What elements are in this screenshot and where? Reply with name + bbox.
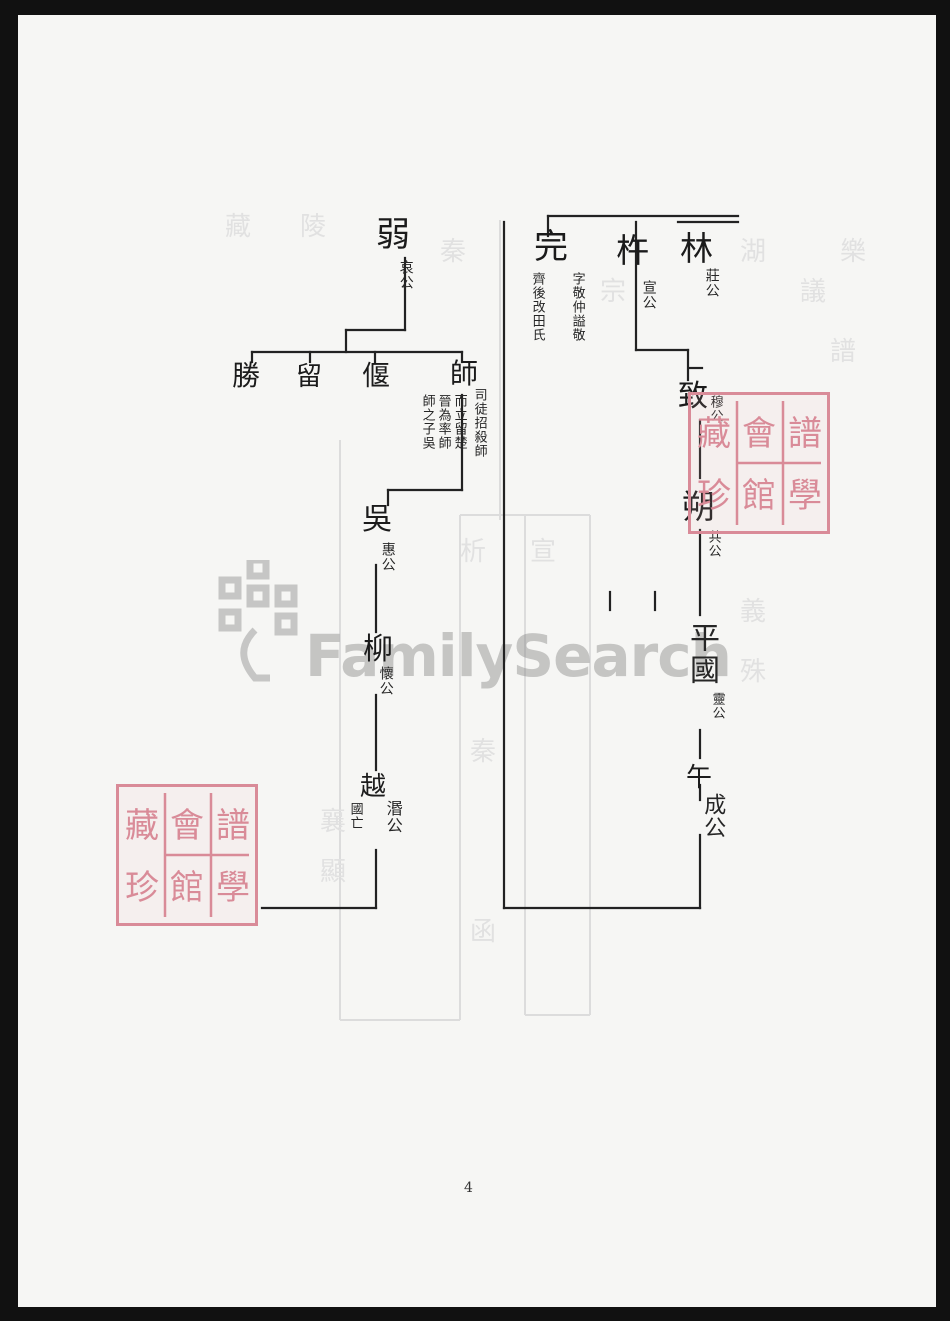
seal-left-char-4: 館 bbox=[170, 868, 204, 908]
seal-left-char-5: 藏 bbox=[125, 806, 159, 846]
note-yue-2: 國亡 bbox=[347, 802, 363, 830]
red-seal-right: 譜 學 會 館 藏 珍 bbox=[688, 392, 830, 534]
name-ruo: 弱 bbox=[376, 215, 410, 255]
seal-left-char-3: 會 bbox=[170, 806, 204, 846]
note-yue: 湣公 bbox=[383, 800, 403, 834]
note-shi-1: 司徒招殺師 bbox=[471, 388, 487, 458]
seal-right-char-1: 譜 bbox=[788, 414, 822, 454]
name-xing: 杵 bbox=[616, 231, 649, 270]
note-shuo: 共公 bbox=[705, 530, 721, 558]
seal-right-char-6: 珍 bbox=[697, 476, 731, 516]
note-xing: 宣公 bbox=[640, 280, 657, 310]
seal-right-char-5: 藏 bbox=[697, 414, 731, 454]
name-liu: 柳 bbox=[363, 632, 393, 667]
note-shi-2: 而立留楚 bbox=[451, 394, 467, 450]
seal-right-char-4: 館 bbox=[742, 476, 776, 516]
note-liu: 懷公 bbox=[377, 666, 394, 696]
note-shi-4: 師之子吳 bbox=[419, 394, 435, 450]
note-wan-2: 齊後改田氏 bbox=[529, 272, 545, 342]
page-number: 4 bbox=[464, 1180, 473, 1196]
watermark-text: FamilySearch bbox=[305, 622, 732, 690]
name-shuo: 朔 bbox=[682, 487, 715, 526]
familysearch-logo-icon bbox=[218, 560, 298, 682]
name-yue: 越 bbox=[360, 772, 387, 802]
name-wu-right: 午 bbox=[686, 763, 713, 793]
note-shi-3: 晉為率師 bbox=[435, 394, 451, 450]
name-wan: 完 bbox=[534, 227, 568, 267]
seal-left-char-2: 學 bbox=[216, 868, 250, 908]
name-liu-child: 留 bbox=[296, 362, 323, 392]
name-yan: 偃 bbox=[362, 359, 391, 392]
name-sheng: 勝 bbox=[232, 359, 261, 392]
name-lin: 林 bbox=[680, 229, 713, 268]
seal-left-char-1: 譜 bbox=[216, 806, 250, 846]
seal-right-char-3: 會 bbox=[742, 414, 776, 454]
note-ruo: 哀公 bbox=[397, 260, 414, 290]
note-pingguo: 靈公 bbox=[709, 692, 725, 720]
note-wu-right: 成公 bbox=[700, 793, 726, 839]
seal-right-icon: 譜 學 會 館 藏 珍 bbox=[697, 401, 822, 525]
note-wu-left: 惠公 bbox=[379, 542, 396, 572]
note-lin: 莊公 bbox=[703, 268, 720, 298]
seal-left-char-6: 珍 bbox=[125, 868, 159, 908]
name-wu-left: 吳 bbox=[362, 502, 392, 537]
seal-left-icon: 譜 學 會 館 藏 珍 bbox=[125, 793, 250, 917]
name-zhi: 致 bbox=[678, 379, 708, 414]
seal-right-char-2: 學 bbox=[788, 476, 822, 516]
red-seal-left: 譜 學 會 館 藏 珍 bbox=[116, 784, 258, 926]
note-zhi: 穆公 bbox=[707, 395, 723, 423]
name-shi: 師 bbox=[450, 357, 479, 390]
document-page bbox=[18, 15, 936, 1307]
familysearch-watermark: FamilySearch bbox=[210, 560, 750, 700]
name-pingguo: 平國 bbox=[684, 622, 719, 686]
note-wan-1: 字敬仲謚敬 bbox=[569, 272, 585, 342]
